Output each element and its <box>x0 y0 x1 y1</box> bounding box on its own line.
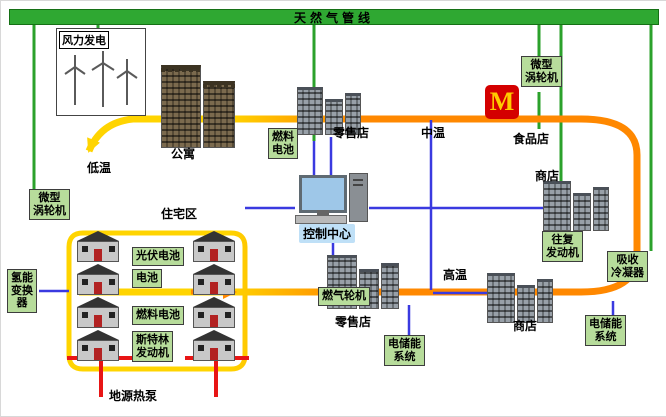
wind-power-box: 风力发电 <box>56 28 146 116</box>
house-icon <box>193 231 235 262</box>
micro-turbine-left-label: 微型 涡轮机 <box>29 189 70 221</box>
house-roof <box>193 297 235 307</box>
gas-pipeline-label: 天然气管线 <box>293 10 374 25</box>
house-body <box>193 241 235 262</box>
retail-bottom-label: 零售店 <box>335 315 372 329</box>
ground-loop-lines <box>67 356 249 397</box>
building-crown <box>161 68 201 72</box>
house-roof <box>77 264 119 274</box>
building-icon <box>573 193 591 231</box>
house-icon <box>77 297 119 328</box>
mid-temp-label: 中温 <box>421 126 446 140</box>
house-roof <box>193 330 235 340</box>
building-icon <box>161 65 201 148</box>
control-center-label: 控制中心 <box>299 224 356 243</box>
shop-right-buildings <box>543 181 609 231</box>
building-icon <box>297 87 323 135</box>
gas-pipeline-bar: 天然气管线 <box>9 9 659 25</box>
micro-turbine-right-label: 微型 涡轮机 <box>521 56 562 88</box>
house-icon <box>77 264 119 295</box>
building-icon <box>593 187 609 231</box>
absorption-condenser-label: 吸收 冷凝器 <box>607 251 648 283</box>
shop-bottom-label: 商店 <box>513 319 538 333</box>
house-body <box>193 274 235 295</box>
house-icon <box>77 231 119 262</box>
house-roof <box>193 264 235 274</box>
shop-bottom-buildings <box>487 273 553 323</box>
apartment-buildings <box>161 65 235 148</box>
shop-right-label: 商店 <box>535 169 560 183</box>
hydrogen-converter-label: 氢能 变换 器 <box>7 269 37 313</box>
building-icon <box>345 93 361 135</box>
ground-heat-pump-label: 地源热泵 <box>109 389 158 403</box>
high-temp-label: 高温 <box>443 268 468 282</box>
building-icon <box>517 285 535 323</box>
wind-turbines-icon <box>64 51 138 107</box>
building-icon <box>537 279 553 323</box>
building-icon <box>381 263 399 309</box>
house-roof <box>77 297 119 307</box>
heat-loop-top-path <box>85 115 581 153</box>
house-roof <box>77 231 119 241</box>
house-icon <box>193 264 235 295</box>
fuel-cell-top-label: 燃料 电池 <box>268 128 298 160</box>
mcdonalds-logo-icon: M <box>485 85 519 119</box>
gas-turbine-label: 燃气轮机 <box>318 287 370 306</box>
stirling-engine-label: 斯特林 发动机 <box>132 331 173 363</box>
control-keyboard-icon <box>295 215 347 224</box>
building-icon <box>487 273 515 323</box>
pv-cell-label: 光伏电池 <box>132 247 184 266</box>
food-store-label: 食品店 <box>513 132 550 146</box>
house-body <box>77 340 119 361</box>
residential-label: 住宅区 <box>161 207 198 221</box>
storage-bottom-label: 电储能 系统 <box>384 335 425 367</box>
control-monitor-icon <box>299 175 347 213</box>
house-body <box>193 307 235 328</box>
low-temp-label: 低温 <box>87 161 112 175</box>
retail-top-label: 零售店 <box>333 126 370 140</box>
residential-heat-loop-path <box>66 230 248 372</box>
house-body <box>77 274 119 295</box>
retail-top-buildings <box>297 87 361 135</box>
wind-power-label: 风力发电 <box>59 31 109 49</box>
control-tower-icon <box>349 173 368 222</box>
building-icon <box>203 81 235 148</box>
apartment-label: 公寓 <box>171 147 196 161</box>
house-roof <box>193 231 235 241</box>
house-icon <box>77 330 119 361</box>
battery-label: 电池 <box>132 269 162 288</box>
house-icon <box>193 297 235 328</box>
house-icon <box>193 330 235 361</box>
fuel-cell-res-label: 燃料电池 <box>132 306 184 325</box>
house-body <box>193 340 235 361</box>
house-body <box>77 307 119 328</box>
mcdonalds-m: M <box>489 87 515 116</box>
building-crown <box>203 84 235 88</box>
recip-engine-label: 往复 发动机 <box>542 231 583 263</box>
house-body <box>77 241 119 262</box>
building-icon <box>543 181 571 231</box>
building-icon <box>325 99 343 135</box>
storage-right-label: 电储能 系统 <box>585 315 626 347</box>
house-roof <box>77 330 119 340</box>
control-monitor-stand <box>317 210 329 215</box>
